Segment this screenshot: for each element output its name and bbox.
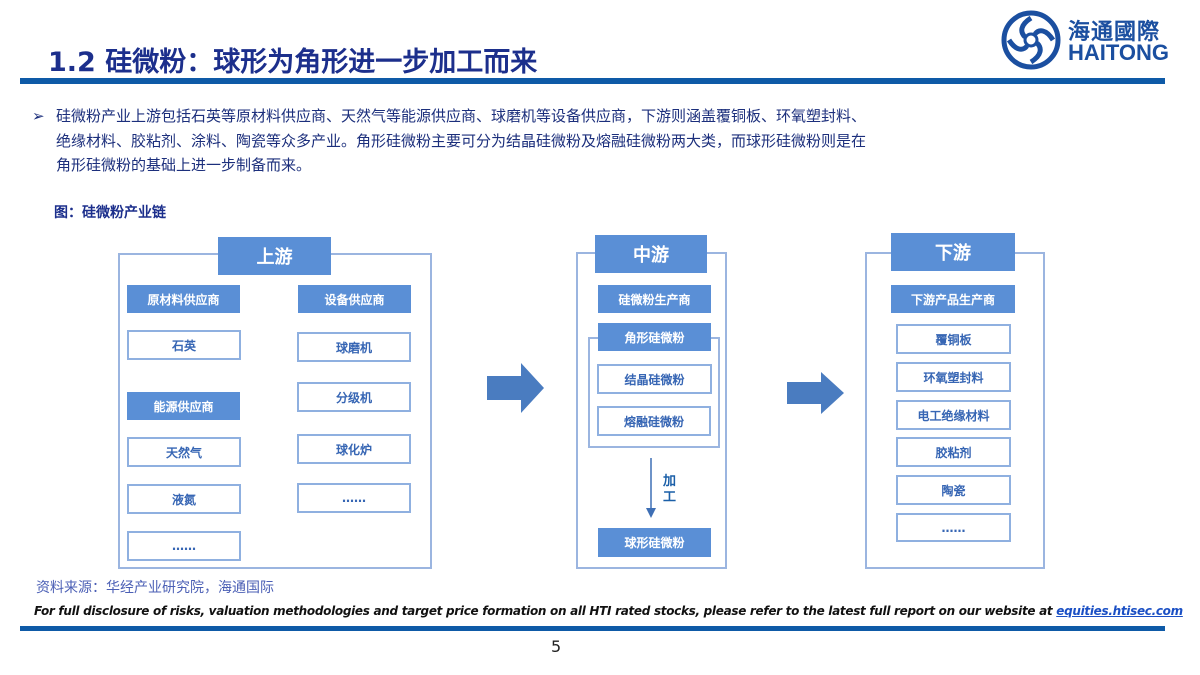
downstream-item: 覆铜板 [896,324,1011,354]
upstream-item: 石英 [127,330,241,360]
downstream-item: …… [896,513,1011,542]
upstream-item: …… [127,531,241,561]
spherical-header: 球形硅微粉 [598,528,711,557]
midstream-item: 熔融硅微粉 [597,406,711,436]
disclaimer-text: For full disclosure of risks, valuation … [34,604,1057,618]
down-arrow-icon [646,458,656,518]
footer-rule [20,626,1165,631]
figure-caption: 图：硅微粉产业链 [54,205,166,221]
upstream-item: 天然气 [127,437,241,467]
title-rule [20,78,1165,84]
energy-header: 能源供应商 [127,392,240,420]
upstream-item: 球磨机 [297,332,411,362]
producer-header: 硅微粉生产商 [598,285,711,313]
paragraph-line: 硅微粉产业上游包括石英等原材料供应商、天然气等能源供应商、球磨机等设备供应商，下… [56,107,867,125]
disclaimer: For full disclosure of risks, valuation … [34,604,1183,618]
bullet-icon: ➢ [32,107,45,125]
midstream-item: 结晶硅微粉 [597,364,712,394]
right-arrow-icon [487,363,544,413]
raw-material-header: 原材料供应商 [127,285,240,313]
paragraph-line: 角形硅微粉的基础上进一步制备而来。 [56,156,312,174]
midstream-title: 中游 [595,235,707,273]
source-note: 资料来源：华经产业研究院，海通国际 [36,580,274,596]
website-link[interactable]: equities.htisec.com [1056,604,1183,618]
paragraph-line: 绝缘材料、胶粘剂、涂料、陶瓷等众多产业。角形硅微粉主要可分为结晶硅微粉及熔融硅微… [56,131,867,150]
haitong-logo: 海通國際 HAITONG [1000,10,1175,70]
upstream-item: 液氮 [127,484,241,514]
downstream-producer-header: 下游产品生产商 [891,285,1015,313]
logo-cn-text: 海通國際 [1068,20,1161,45]
downstream-title: 下游 [891,233,1015,271]
upstream-title: 上游 [218,237,331,275]
angular-header: 角形硅微粉 [598,323,711,351]
page-title: 1.2 硅微粉：球形为角形进一步加工而来 [48,47,538,78]
process-label: 加工 [663,474,677,505]
downstream-item: 陶瓷 [896,475,1011,505]
downstream-item: 电工绝缘材料 [896,400,1011,430]
haitong-emblem-icon [1001,10,1061,70]
upstream-item: 分级机 [297,382,411,412]
equipment-header: 设备供应商 [298,285,411,313]
upstream-item: …… [297,483,411,513]
downstream-item: 胶粘剂 [896,437,1011,467]
right-arrow-icon [787,372,844,414]
downstream-item: 环氧塑封料 [896,362,1011,392]
logo-en-text: HAITONG [1068,40,1170,65]
upstream-item: 球化炉 [297,434,411,464]
intro-paragraph: ➢ 硅微粉产业上游包括石英等原材料供应商、天然气等能源供应商、球磨机等设备供应商… [32,104,1156,178]
page-number: 5 [551,637,562,656]
